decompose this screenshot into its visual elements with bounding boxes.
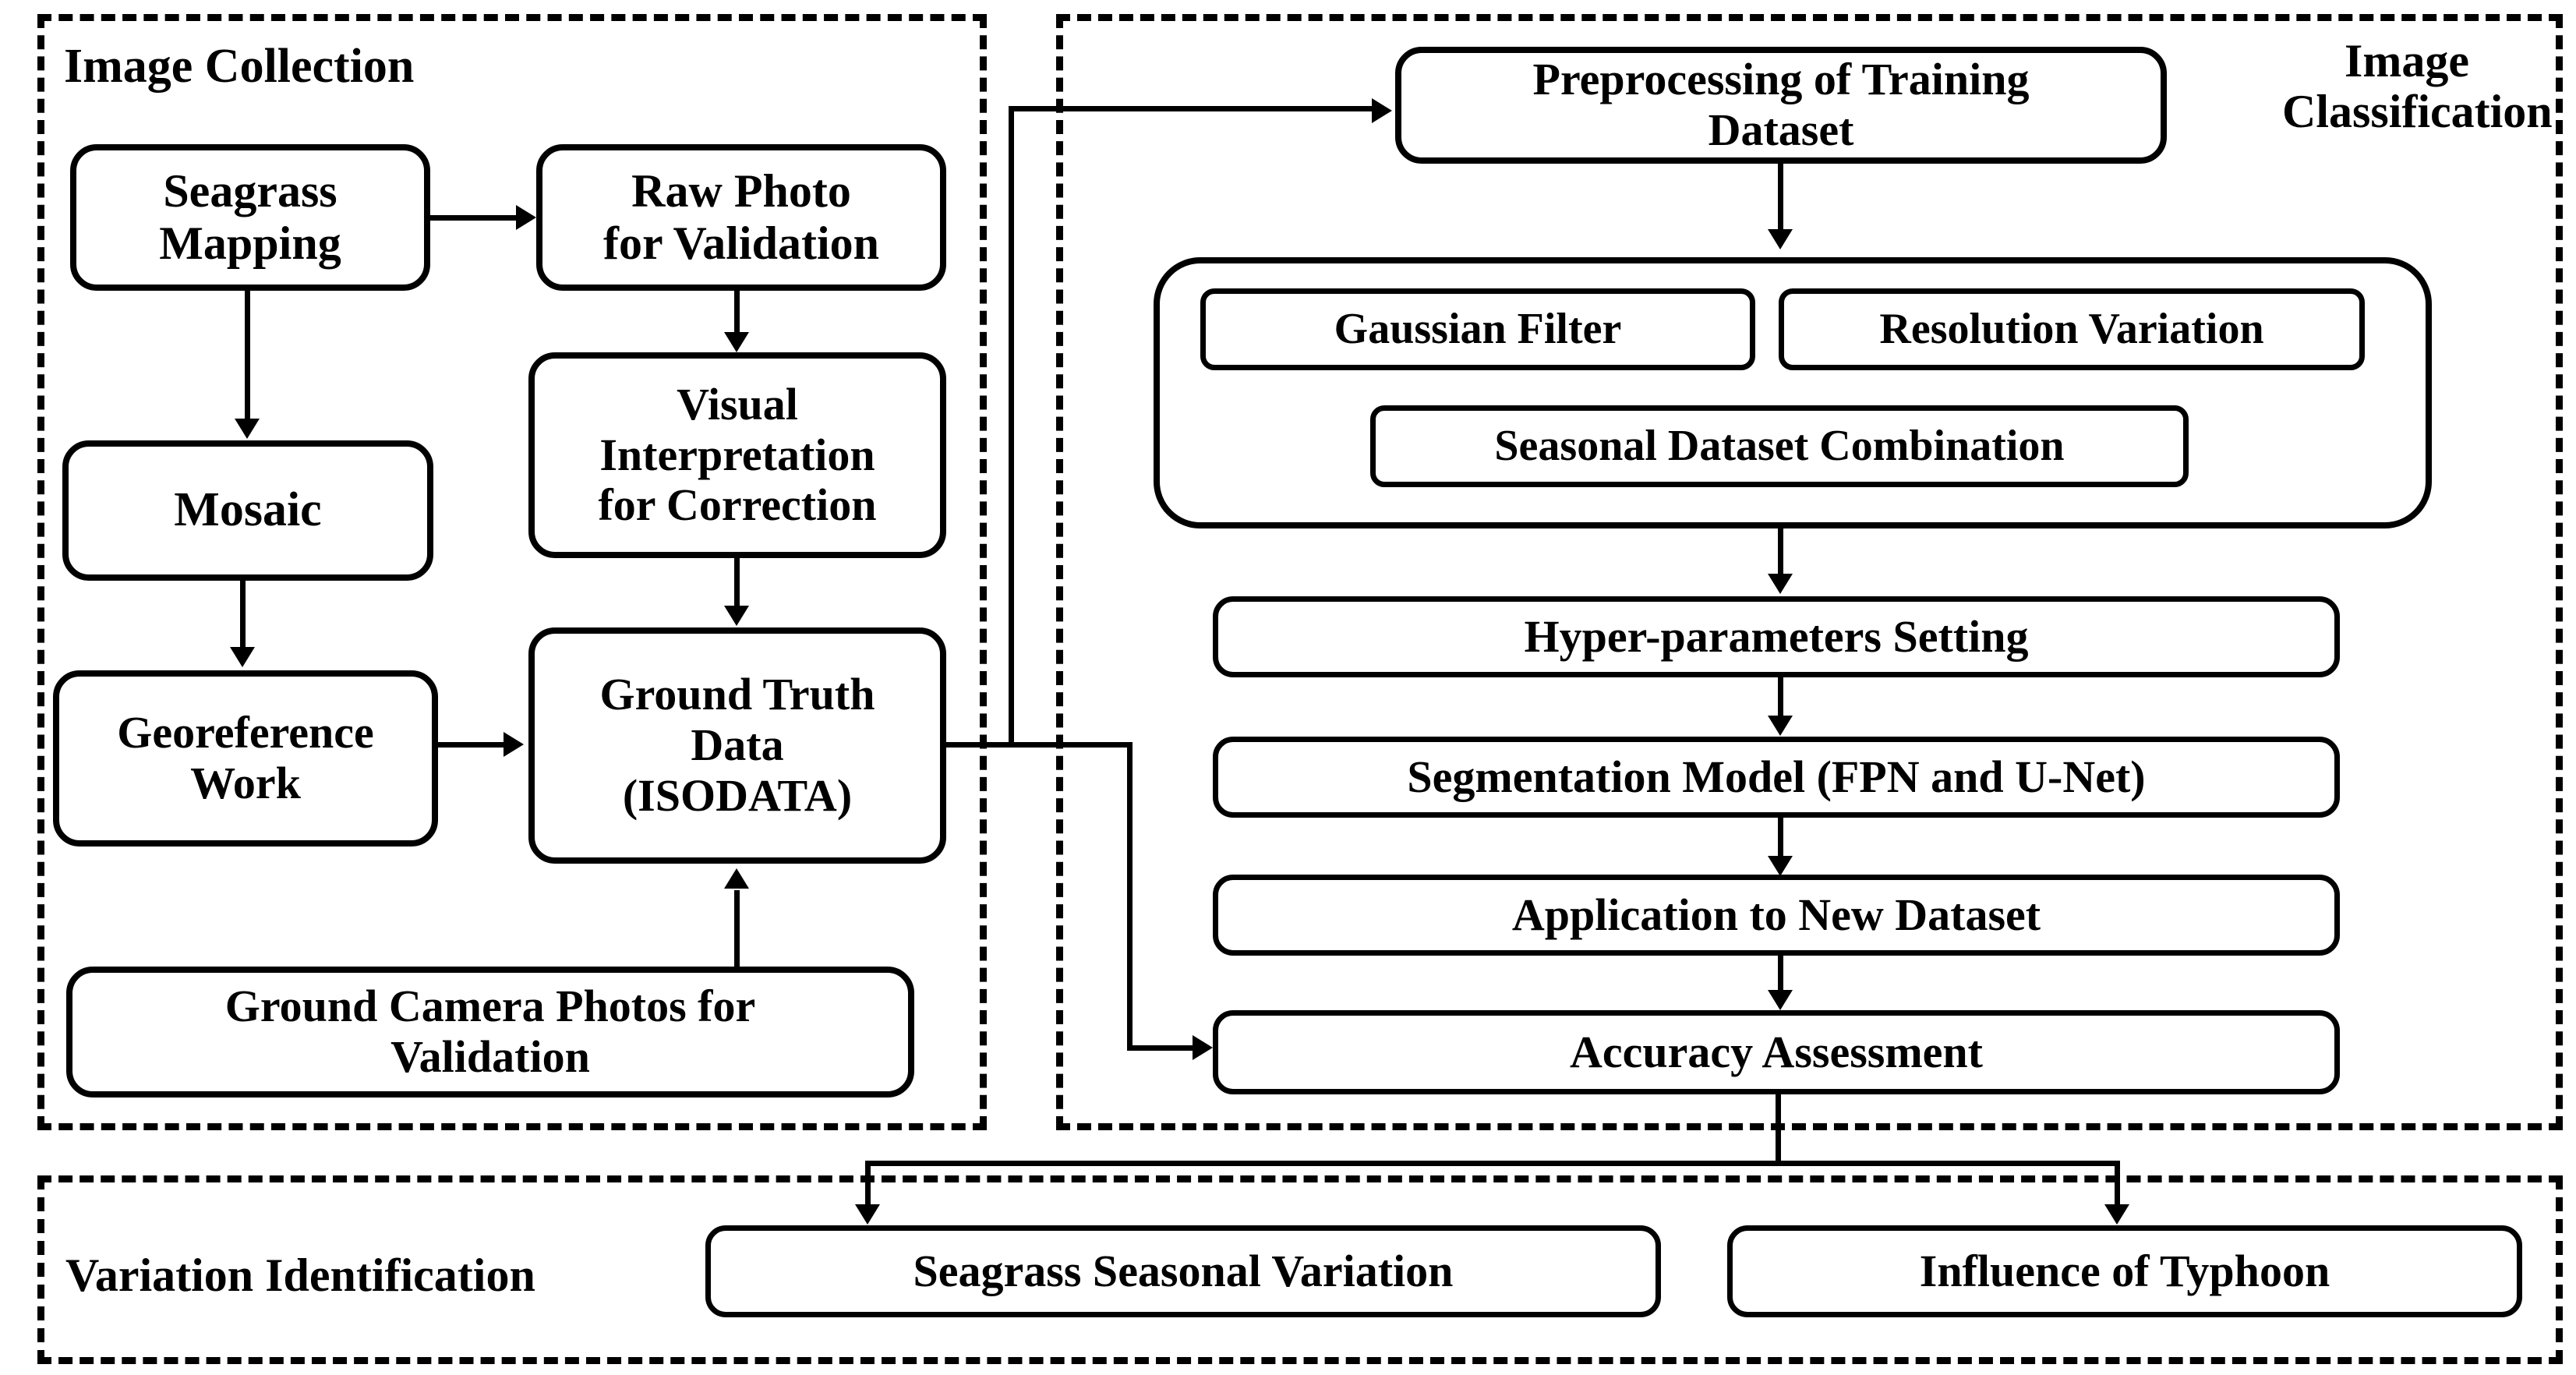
node-hyper-parameters-setting[interactable]: Hyper-parameters Setting: [1213, 596, 2340, 677]
node-ground-truth-data[interactable]: Ground Truth Data (ISODATA): [528, 627, 946, 864]
edge-hyperparams-to-segmentation: [1778, 677, 1783, 718]
arrowhead-groundcamera-to-groundtruth: [724, 868, 749, 889]
arrowhead-rawphoto-to-visualinterp: [724, 332, 749, 352]
arrowhead-seagrass-to-mosaic: [235, 419, 260, 439]
node-ground-camera-photos-for-validation[interactable]: Ground Camera Photos for Validation: [66, 967, 914, 1098]
edge-accuracy-split-stem: [1776, 1094, 1781, 1166]
edge-augmentation-to-hyperparams: [1778, 528, 1783, 575]
arrowhead-preprocessing-to-augmentation: [1768, 229, 1793, 249]
node-accuracy-assessment[interactable]: Accuracy Assessment: [1213, 1010, 2340, 1094]
arrowhead-augmentation-to-hyperparams: [1768, 574, 1793, 594]
arrowhead-application-to-accuracy: [1768, 990, 1793, 1010]
node-application-to-new-dataset[interactable]: Application to New Dataset: [1213, 875, 2340, 956]
edge-accuracy-split-bar: [865, 1161, 2120, 1166]
arrowhead-hyperparams-to-segmentation: [1768, 716, 1793, 736]
node-segmentation-model[interactable]: Segmentation Model (FPN and U-Net): [1213, 737, 2340, 818]
node-influence-of-typhoon[interactable]: Influence of Typhoon: [1727, 1225, 2522, 1317]
group-image-classification: [1056, 14, 2563, 1130]
node-visual-interpretation-for-correction[interactable]: Visual Interpretation for Correction: [528, 352, 946, 558]
edge-split-to-influence-typhoon: [2115, 1161, 2120, 1207]
arrowhead-to-accuracy-assessment: [1193, 1035, 1213, 1060]
arrowhead-georeference-to-groundtruth: [504, 732, 524, 757]
node-raw-photo-for-validation[interactable]: Raw Photo for Validation: [536, 144, 946, 291]
edge-split-to-seagrass-seasonal: [865, 1161, 871, 1207]
arrowhead-visualinterp-to-groundtruth: [724, 606, 749, 626]
edge-to-accuracy-assessment: [1127, 1045, 1199, 1051]
edge-rawphoto-to-visualinterp: [734, 291, 740, 334]
arrowhead-split-to-influence-typhoon: [2104, 1204, 2129, 1225]
edge-application-to-accuracy: [1778, 956, 1783, 993]
node-mosaic[interactable]: Mosaic: [62, 440, 433, 581]
arrowhead-to-preprocessing: [1372, 98, 1392, 123]
edge-mosaic-to-georeference: [240, 581, 246, 649]
node-georeference-work[interactable]: Georeference Work: [53, 670, 438, 847]
edge-georeference-to-groundtruth: [438, 742, 505, 748]
arrowhead-segmentation-to-application: [1768, 856, 1793, 876]
arrowhead-mosaic-to-georeference: [230, 647, 255, 667]
arrowhead-seagrass-to-rawphoto: [516, 205, 536, 230]
group-title-image-classification: Image Classification: [2282, 35, 2553, 137]
node-gaussian-filter[interactable]: Gaussian Filter: [1200, 288, 1755, 370]
edge-groundcamera-to-groundtruth: [734, 890, 740, 968]
group-title-image-collection: Image Collection: [64, 40, 415, 93]
node-seagrass-seasonal-variation[interactable]: Seagrass Seasonal Variation: [705, 1225, 1661, 1317]
group-title-variation-identification: Variation Identification: [65, 1250, 535, 1301]
edge-segmentation-to-application: [1778, 818, 1783, 858]
edge-groundtruth-down-riser: [1127, 742, 1133, 1051]
node-seasonal-dataset-combination[interactable]: Seasonal Dataset Combination: [1370, 405, 2189, 487]
node-resolution-variation[interactable]: Resolution Variation: [1779, 288, 2365, 370]
node-seagrass-mapping[interactable]: Seagrass Mapping: [70, 144, 430, 291]
edge-visualinterp-to-groundtruth: [734, 558, 740, 606]
edge-groundtruth-right-stub: [946, 742, 1133, 748]
edge-to-preprocessing: [1009, 106, 1373, 111]
edge-preprocessing-to-augmentation: [1778, 164, 1783, 231]
edge-groundtruth-up-riser: [1009, 106, 1014, 747]
edge-seagrass-to-rawphoto: [430, 215, 518, 221]
group-variation-identification: [37, 1175, 2563, 1364]
edge-seagrass-to-mosaic: [245, 291, 250, 420]
group-image-collection: [37, 14, 987, 1130]
node-preprocessing-of-training-dataset[interactable]: Preprocessing of Training Dataset: [1395, 47, 2167, 164]
arrowhead-split-to-seagrass-seasonal: [855, 1204, 880, 1225]
